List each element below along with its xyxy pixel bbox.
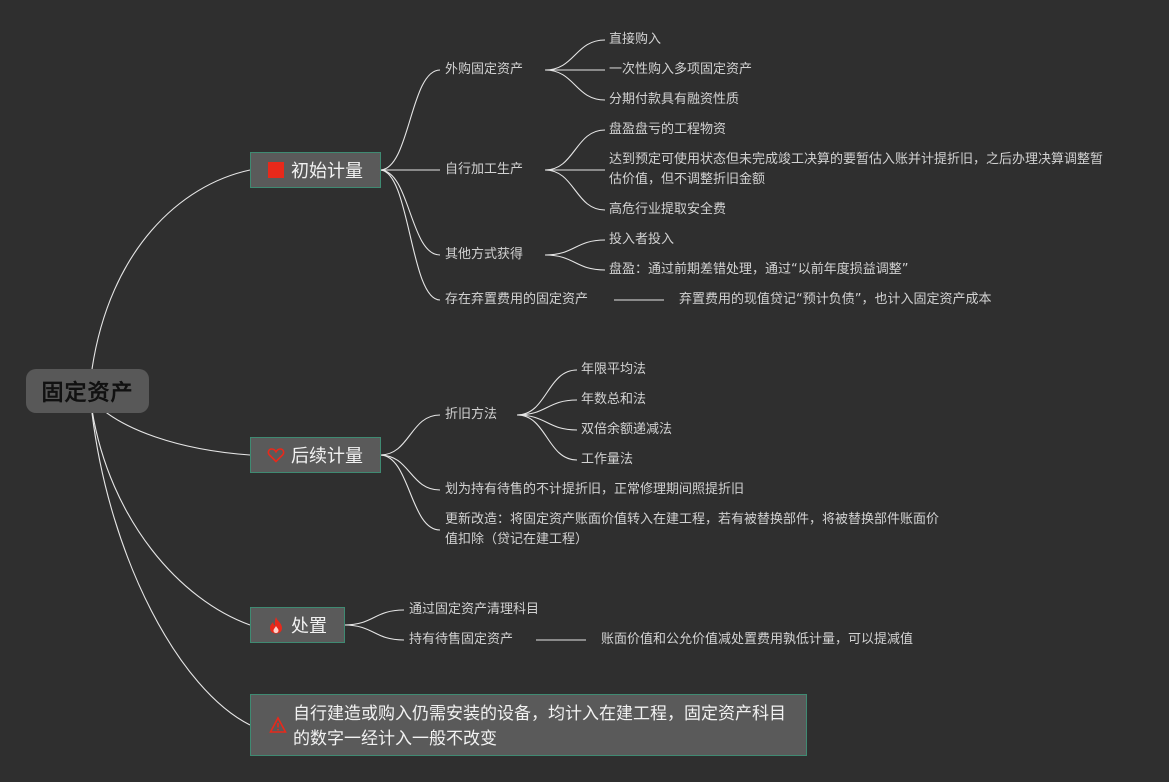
list-item[interactable]: 盘盈盘亏的工程物资 xyxy=(609,122,727,137)
fire-icon xyxy=(267,616,285,634)
abandon-detail[interactable]: 弃置费用的现值贷记“预计负债”，也计入固定资产成本 xyxy=(679,292,992,307)
list-item[interactable]: 年限平均法 xyxy=(581,362,647,377)
list-item[interactable]: 分期付款具有融资性质 xyxy=(609,92,740,107)
list-item[interactable]: 盘盈：通过前期差错处理，通过“以前年度损益调整” xyxy=(609,262,909,277)
branch-label: 初始计量 xyxy=(291,161,363,182)
group-purchase[interactable]: 外购固定资产 xyxy=(445,62,524,77)
list-item[interactable]: 高危行业提取安全费 xyxy=(609,202,727,217)
disposal-clearing[interactable]: 通过固定资产清理科目 xyxy=(409,602,540,617)
list-item[interactable]: 工作量法 xyxy=(581,452,634,467)
list-item[interactable]: 直接购入 xyxy=(609,32,662,47)
root-title: 固定资产 xyxy=(41,381,134,406)
group-abandon[interactable]: 存在弃置费用的固定资产 xyxy=(445,292,589,307)
branch-note[interactable]: 自行建造或购入仍需安装的设备，均计入在建工程，固定资产科目的数字一经计入一般不改… xyxy=(250,694,807,756)
red-square-icon xyxy=(267,161,285,179)
held-for-sale-note[interactable]: 划为持有待售的不计提折旧，正常修理期间照提折旧 xyxy=(445,482,745,497)
branch-label: 后续计量 xyxy=(291,446,363,467)
note-text: 自行建造或购入仍需安装的设备，均计入在建工程，固定资产科目的数字一经计入一般不改… xyxy=(293,704,786,749)
branch-label: 处置 xyxy=(291,616,327,637)
list-item[interactable]: 达到预定可使用状态但未完成竣工决算的要暂估入账并计提折旧，之后办理决算调整暂估价… xyxy=(609,152,1104,187)
branch-initial-measurement[interactable]: 初始计量 xyxy=(250,152,381,188)
root-node[interactable]: 固定资产 xyxy=(26,369,149,413)
renovation-note[interactable]: 更新改造：将固定资产账面价值转入在建工程，若有被替换部件，将被替换部件账面价值扣… xyxy=(445,512,940,547)
list-item[interactable]: 年数总和法 xyxy=(581,392,647,407)
group-depreciation[interactable]: 折旧方法 xyxy=(445,407,498,422)
heart-icon xyxy=(267,446,285,464)
list-item[interactable]: 双倍余额递减法 xyxy=(581,422,673,437)
warning-icon xyxy=(269,716,287,734)
list-item[interactable]: 投入者投入 xyxy=(609,232,675,247)
group-other[interactable]: 其他方式获得 xyxy=(445,247,524,262)
group-self-built[interactable]: 自行加工生产 xyxy=(445,162,524,177)
list-item[interactable]: 一次性购入多项固定资产 xyxy=(609,62,753,77)
branch-disposal[interactable]: 处置 xyxy=(250,607,345,643)
disposal-held-for-sale[interactable]: 持有待售固定资产 xyxy=(409,632,514,647)
branch-subsequent-measurement[interactable]: 后续计量 xyxy=(250,437,381,473)
disposal-held-for-sale-detail[interactable]: 账面价值和公允价值减处置费用孰低计量，可以提减值 xyxy=(601,632,914,647)
